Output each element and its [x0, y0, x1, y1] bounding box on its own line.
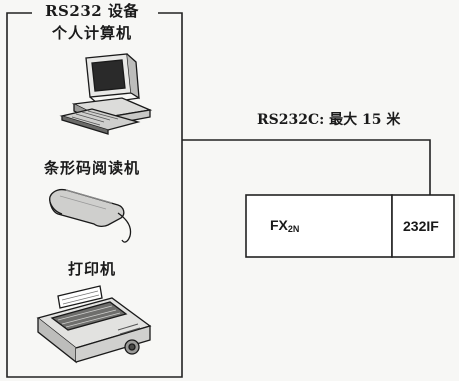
plc-main-unit-box — [246, 195, 392, 257]
personal-computer-icon — [62, 54, 150, 134]
connection-label: RS232C: 最大 15 米 — [257, 113, 400, 127]
plc-main-unit-name: FX — [270, 217, 288, 233]
printer-icon — [38, 286, 150, 362]
barcode-reader-icon — [50, 190, 131, 242]
rs232-connection-line — [182, 140, 430, 195]
device-label-personal-computer: 个人计算机 — [0, 26, 184, 41]
device-label-printer: 打印机 — [0, 262, 184, 277]
plc-interface-label: 232IF — [403, 219, 439, 233]
plc-main-unit-suffix: 2N — [288, 224, 300, 234]
group-title-text: RS232 设备 — [40, 2, 144, 20]
plc-main-unit-label: FX2N — [270, 218, 299, 234]
device-label-barcode-reader: 条形码阅读机 — [0, 161, 184, 176]
group-title: RS232 设备 — [0, 4, 184, 19]
